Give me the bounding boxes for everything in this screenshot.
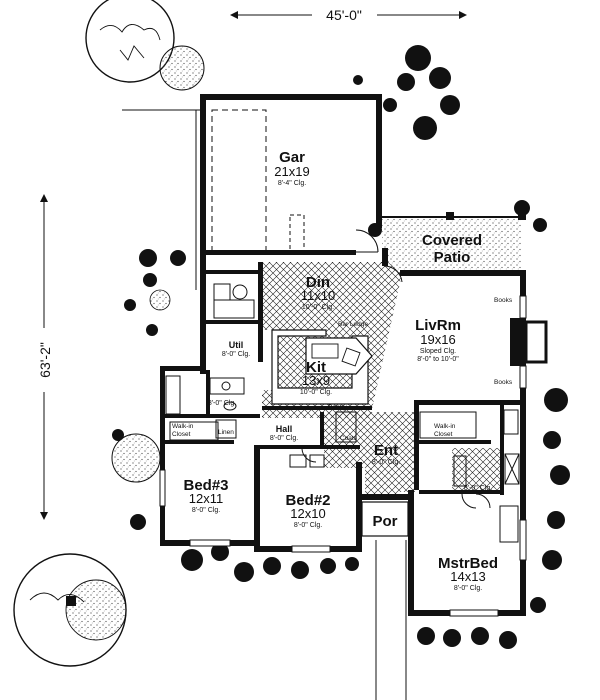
master-bath-ceiling: 8'-0" Clg. (464, 485, 492, 492)
patio-label: Covered Patio (422, 232, 482, 266)
shrubs-right-side (530, 388, 570, 613)
shrubs-bottom-row (181, 543, 517, 649)
garage-overhead-outline (211, 109, 267, 253)
dining-ceiling: 10'-0" Clg. (302, 304, 334, 311)
living-ceiling-line1: Sloped Clg. (420, 348, 456, 355)
hall-ceiling: 8'-0" Clg. (270, 435, 298, 442)
coats-label: Coats (340, 435, 358, 442)
utility-name: Util (229, 340, 244, 350)
living-size: 19x16 (420, 332, 455, 347)
bed2-ceiling: 8'-0" Clg. (294, 522, 322, 529)
garage-size: 21x19 (274, 164, 309, 179)
entry-label: Ent 8'-0" Clg. (372, 442, 400, 466)
dining-label: Din 11x10 10'-0" Clg. (301, 274, 335, 311)
depth-dimension: 63'-2" (37, 194, 53, 520)
garage-name: Gar (279, 149, 305, 166)
patio-floor (382, 216, 522, 274)
dining-name: Din (306, 274, 330, 291)
master-name: MstrBed (438, 555, 498, 572)
tree-bottom-left (13, 553, 127, 667)
walkin-left-line2: Closet (172, 431, 191, 438)
pantry-label: Pantry (328, 404, 348, 411)
hall-label: Hall 8'-0" Clg. (270, 424, 298, 442)
porch-name: Por (372, 513, 397, 530)
bed3-name: Bed#3 (183, 477, 228, 494)
bed3-size: 12x11 (189, 491, 223, 506)
porch-outline (361, 501, 409, 537)
living-label: LivRm 19x16 Sloped Clg. 8'-0" to 10'-0" (415, 317, 461, 363)
patio-name-line1: Covered (422, 232, 482, 249)
bed3-ceiling: 8'-0" Clg. (192, 507, 220, 514)
width-dimension: 45'-0" (230, 7, 467, 23)
master-label: MstrBed 14x13 8'-0" Clg. (438, 555, 498, 592)
patio-name-line2: Patio (434, 249, 471, 266)
utility-label: Util 8'-0" Clg. (222, 340, 250, 358)
windows (159, 295, 527, 617)
doors (301, 229, 491, 509)
walkin-left-line1: Walk-in (172, 423, 194, 430)
walkin-right-line2: Closet (434, 431, 453, 438)
kitchen-label: Kit 13x9 10'-0" Clg. (300, 359, 332, 396)
garage-label: Gar 21x19 8'-4" Clg. (274, 149, 309, 187)
bed3-label: Bed#3 12x11 8'-0" Clg. (183, 477, 228, 514)
garage-step (289, 214, 305, 254)
fixtures (165, 283, 520, 543)
books-top-label: Books (494, 297, 513, 304)
entry-name: Ent (374, 442, 398, 459)
hall-name: Hall (276, 424, 293, 434)
bed2-size: 12x10 (290, 506, 325, 521)
kitchen-ceiling: 10'-0" Clg. (300, 389, 332, 396)
linen-label: Linen (218, 429, 234, 436)
kitchen-size: 13x9 (302, 373, 330, 388)
width-dimension-label: 45'-0" (326, 7, 362, 23)
utility-ceiling: 8'-0" Clg. (222, 351, 250, 358)
kitchen-counter (271, 329, 369, 405)
tree-top-left (85, 0, 175, 83)
shrub-cluster-top-right (383, 45, 460, 140)
hall-entry-floor (324, 412, 415, 500)
bed2-name: Bed#2 (285, 492, 330, 509)
shrub-top-left (159, 45, 205, 91)
bed2-label: Bed#2 12x10 8'-0" Clg. (285, 492, 330, 529)
bath2-ceiling: 8'-0" Clg. (208, 400, 236, 407)
living-name: LivRm (415, 317, 461, 334)
master-size: 14x13 (450, 569, 485, 584)
walkin-right-line1: Walk-in (434, 423, 456, 430)
lot-lines (122, 109, 205, 290)
shrub-bed3-left (111, 429, 161, 530)
garage-ceiling: 8'-4" Clg. (278, 180, 306, 187)
depth-dimension-label: 63'-2" (37, 342, 53, 378)
books-bottom-label: Books (494, 379, 513, 386)
living-ceiling-line2: 8'-0" to 10'-0" (417, 356, 459, 363)
kitchen-island (305, 337, 373, 375)
entry-ceiling: 8'-0" Clg. (372, 459, 400, 466)
bar-ledge-label: Bar Ledge (338, 321, 368, 328)
front-walkway (375, 540, 407, 700)
dining-size: 11x10 (301, 288, 335, 303)
kitchen-name: Kit (306, 359, 326, 376)
shrubs-left-dining (124, 249, 186, 336)
master-ceiling: 8'-0" Clg. (454, 585, 482, 592)
